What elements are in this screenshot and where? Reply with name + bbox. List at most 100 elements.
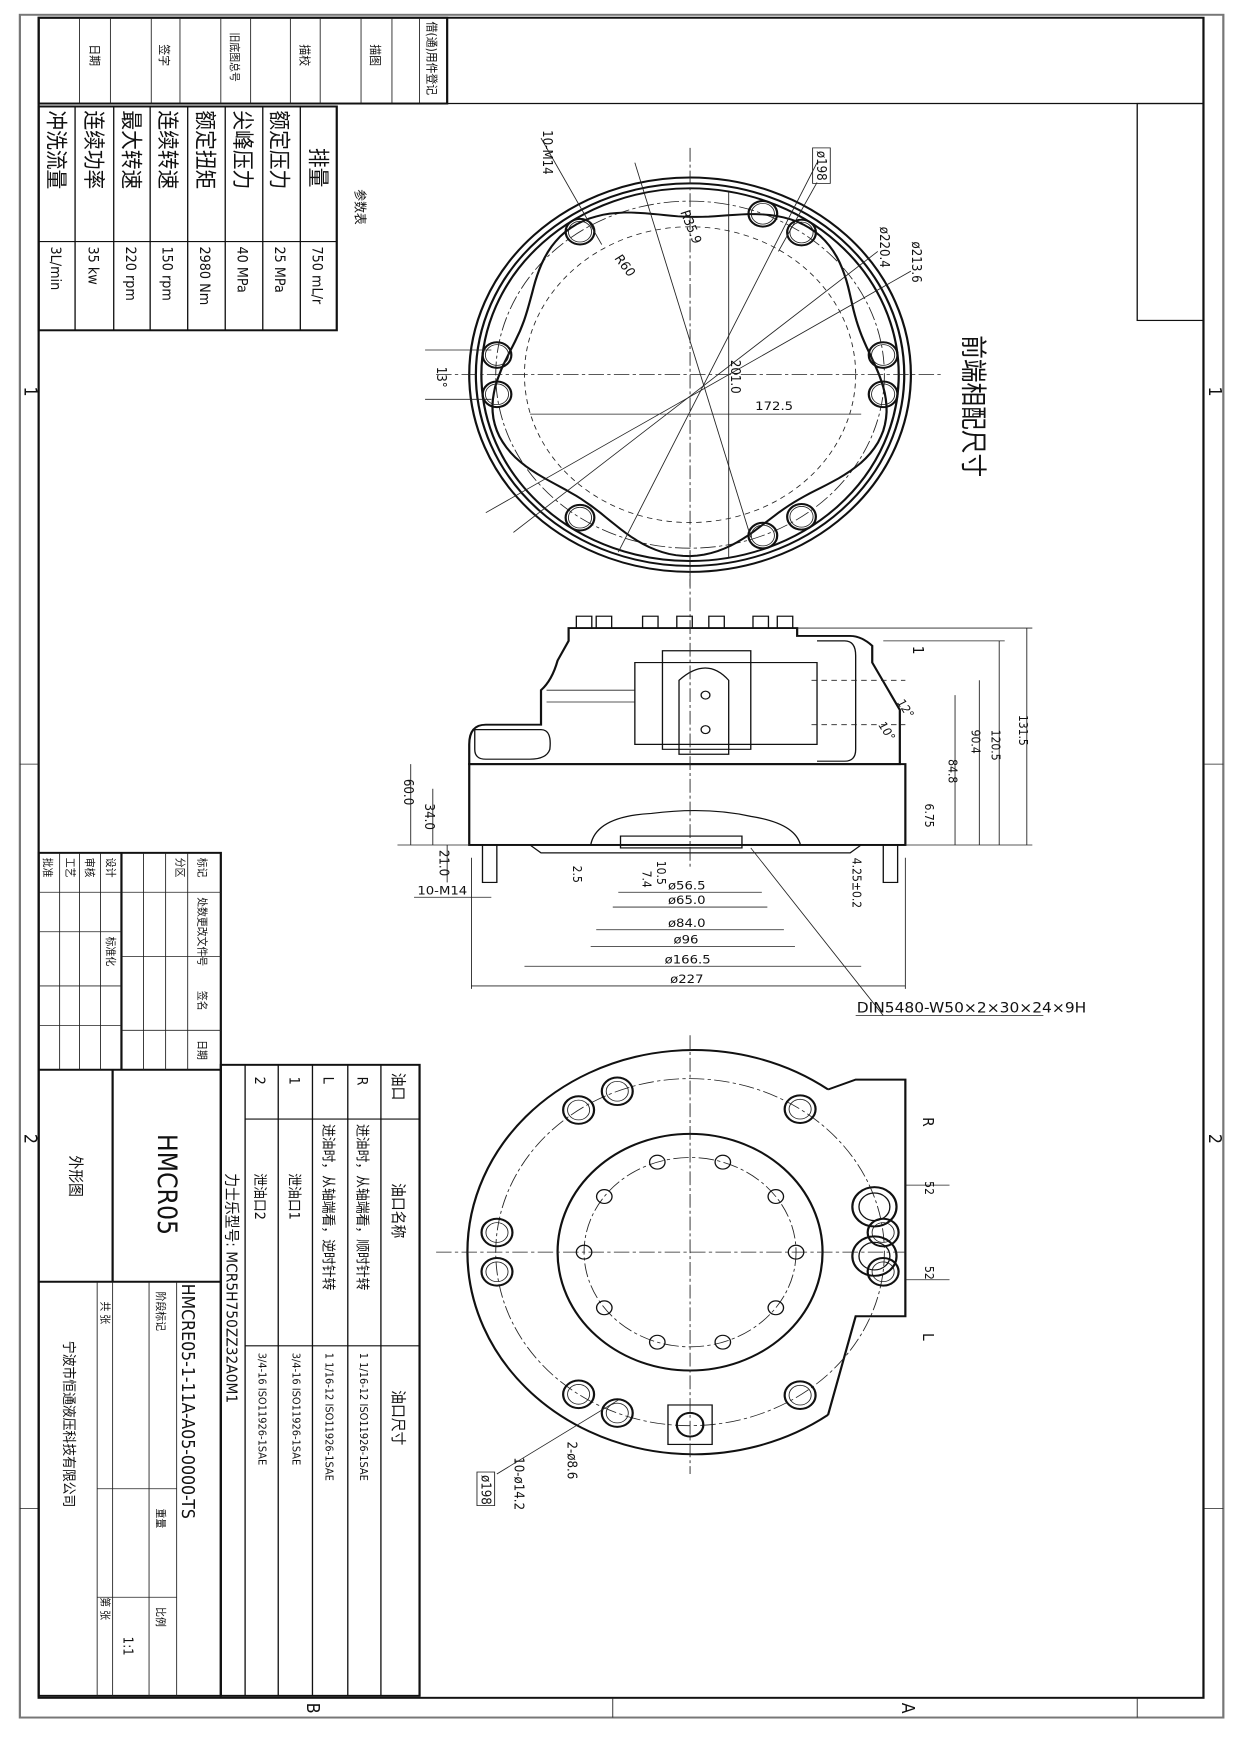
port-bore	[858, 1241, 891, 1271]
dim-side-dia-96: ø96	[673, 932, 698, 946]
mount-hole	[480, 1257, 514, 1287]
scale-label: 比例	[154, 1607, 168, 1627]
drain-port-1-label: 1	[909, 646, 927, 655]
dim-front-d1: ø220.4	[877, 227, 893, 268]
bolt-hole	[747, 199, 779, 228]
product-name: HMCR05	[152, 1134, 183, 1235]
spline-spec: DIN5480-W50×2×30×24×9H	[857, 1000, 1087, 1016]
drain-port	[675, 1411, 705, 1438]
parameter-row: 额定压力 25 MPa	[266, 110, 291, 292]
parameter-table-title: 参数表	[352, 189, 368, 225]
side-section-view: 60.0 34.0 21.0 10-M14 2.5 10.5 7.4 ø56.5…	[397, 552, 1086, 1016]
port-table-header-name: 油口名称	[389, 1183, 407, 1239]
parameter-row: 连续转速 150 rpm	[155, 110, 180, 300]
port-name: 泄油口1	[285, 1173, 302, 1220]
dim-rear-pins: 2-ø8.6	[564, 1441, 580, 1479]
sheets-total: 共 张	[98, 1301, 111, 1324]
bolt-circle-box	[476, 1471, 496, 1506]
dim-front-width: 172.5	[755, 399, 793, 413]
dim-front-holes: 10-M14	[540, 130, 556, 175]
port-size: 3/4-16 ISO11926-1SAE	[289, 1353, 302, 1466]
rev-label: 日期	[196, 1040, 209, 1060]
parameter-name: 最大转速	[118, 110, 143, 189]
zone-mark-b: B	[303, 1703, 324, 1714]
port-r-label: R	[919, 1117, 937, 1127]
parameter-name: 冲洗流量	[43, 110, 68, 189]
bolt-hole	[747, 521, 779, 550]
bolt-hole	[786, 503, 817, 531]
port-size: 1 1/16-12 ISO11926-1SAE	[323, 1353, 336, 1481]
zone-mark-2-right: 2	[1205, 1134, 1226, 1144]
port-name: 进油时，从轴端看，逆时针转	[319, 1124, 336, 1291]
rev-label: 分区	[173, 858, 186, 878]
bolt-hole-thread	[567, 506, 593, 529]
registry-label: 描图	[368, 44, 383, 66]
bolt-hole-thread	[871, 383, 896, 406]
cover-bolt	[714, 1334, 732, 1350]
bolt-hole-thread	[789, 506, 814, 528]
cover-bolt	[595, 1300, 613, 1316]
rev-label: 签名	[196, 991, 210, 1011]
parameter-name: 连续功率	[81, 110, 106, 189]
mount-hole	[600, 1076, 634, 1107]
bolt-hole-thread	[750, 203, 775, 225]
dim-side-6-75: 6.75	[922, 804, 937, 828]
port-id: L	[319, 1077, 336, 1085]
role-label: 工艺	[63, 858, 76, 878]
rear-view-outline	[436, 1035, 950, 1475]
dim-side-34: 34.0	[422, 804, 438, 830]
bolt-hole-thread	[750, 524, 775, 547]
scale-value: 1:1	[120, 1637, 136, 1656]
dim-side-2-5: 2.5	[570, 866, 585, 883]
parameter-value: 2980 Nm	[196, 246, 213, 305]
side-view-outline	[468, 552, 907, 884]
parameter-table: 参数表 排量 750 mL/r 额定压力 25 MPa 尖峰压力 40 MPa …	[37, 105, 368, 332]
port-table: 油口 油口名称 油口尺寸 R 进油时，从轴端看，顺时针转 1 1/16-12 I…	[219, 1063, 421, 1697]
port-row: L 进油时，从轴端看，逆时针转 1 1/16-12 ISO11926-1SAE	[319, 1077, 336, 1481]
drawing-type: 外形图	[66, 1156, 84, 1197]
mount-hole-inner	[871, 1222, 895, 1243]
parameter-row: 最大转速 220 rpm	[118, 110, 143, 300]
side-view-dimension-lines	[397, 627, 1044, 1016]
mount-hole-inner	[485, 1222, 509, 1243]
front-view-outline	[436, 147, 944, 587]
port-name: 泄油口2	[251, 1173, 268, 1220]
port-size: 1 1/16-12 ISO11926-1SAE	[357, 1353, 370, 1481]
zone-marks: 1 1 2 2 B A	[20, 386, 1226, 1714]
registry-label: 描校	[297, 44, 312, 66]
dim-rear-52-a: 52	[922, 1181, 937, 1195]
dim-side-4-25: 4.25±0.2	[849, 858, 864, 908]
mount-hole-inner	[567, 1384, 591, 1405]
dim-side-dia-166-5: ø166.5	[665, 952, 711, 966]
registry-block: 借(通)用件登记 描图 描校 旧底图总号 签字 日期	[37, 16, 449, 105]
zone-mark-1-left: 1	[20, 386, 41, 396]
bolt-hole	[867, 380, 899, 409]
front-view-title: 前端相配尺寸	[958, 335, 989, 477]
dim-rear-holes: 10-ø14.2	[511, 1457, 527, 1510]
cover-bolt	[595, 1189, 613, 1205]
zone-mark-a: A	[898, 1703, 919, 1714]
front-mounting-view: 10-M14 ø198 ø220.4 ø213.6 R35.9 R60 13° …	[425, 130, 989, 587]
port-table-header-id: 油口	[389, 1073, 407, 1101]
mount-hole	[600, 1398, 634, 1428]
bolt-hole	[867, 341, 899, 369]
parameter-value: 220 rpm	[122, 246, 139, 300]
rear-port-view: R L 52 52 ø198 10-ø14.2 2-ø8.6	[436, 1035, 950, 1510]
stage-label: 阶段标记	[154, 1292, 168, 1332]
port-id: 2	[251, 1077, 268, 1085]
mount-hole-inner	[485, 1261, 509, 1283]
bolt-hole	[481, 380, 513, 409]
sheet-number: 第 张	[98, 1597, 112, 1620]
port-row: R 进油时，从轴端看，顺时针转 1 1/16-12 ISO11926-1SAE	[354, 1077, 371, 1481]
mount-hole	[783, 1094, 817, 1124]
mount-hole-inner	[788, 1384, 812, 1406]
dim-side-holes: 10-M14	[417, 883, 467, 897]
parameter-row: 额定扭矩 2980 Nm	[192, 110, 217, 305]
dim-side-60: 60.0	[401, 779, 417, 805]
drawing-number: HMCRE05-1-11A-A05-0000-TS	[178, 1284, 199, 1519]
mount-hole-inner	[871, 1261, 895, 1283]
parameter-value: 35 kw	[84, 246, 101, 284]
parameter-value: 40 MPa	[233, 246, 250, 292]
mount-hole	[866, 1257, 900, 1287]
parameter-name: 额定扭矩	[192, 110, 217, 189]
